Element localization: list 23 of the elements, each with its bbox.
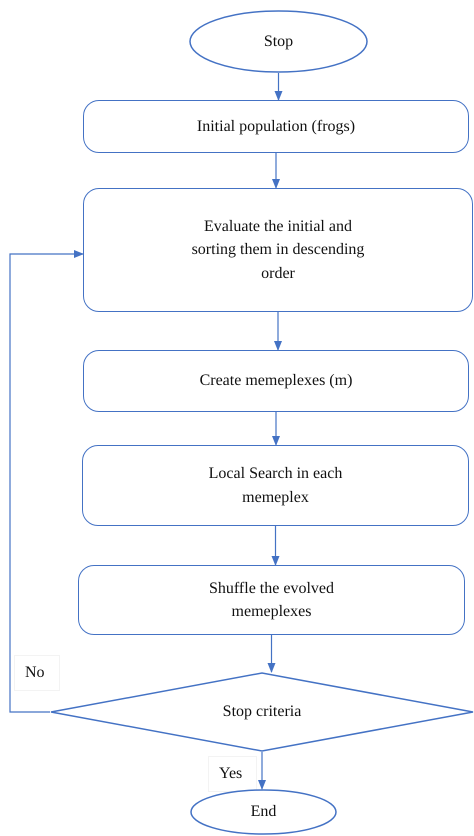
- node-text: Shuffle the evolved memeplexes: [208, 578, 335, 622]
- arrow: [268, 635, 276, 673]
- arrow: [9, 250, 84, 713]
- node-text: Stop criteria: [222, 702, 302, 722]
- node-text: Evaluate the initial and sorting them in descending order: [190, 217, 366, 284]
- arrow: [274, 73, 282, 101]
- process-box: [83, 188, 473, 312]
- node-text: Initial population (frogs): [196, 116, 356, 137]
- node-text: Stop: [264, 32, 294, 52]
- node-text: Local Search in each memeplex: [208, 464, 344, 508]
- process-box: [78, 565, 465, 635]
- node-text: Create memeplexes (m): [200, 371, 352, 392]
- arrow: [272, 412, 280, 446]
- edge-label: Yes: [208, 756, 258, 792]
- arrow: [274, 312, 282, 351]
- process-box: [82, 445, 469, 526]
- arrow: [272, 153, 280, 189]
- arrow: [258, 752, 266, 790]
- process-box: [83, 100, 469, 153]
- arrow: [272, 526, 280, 566]
- node-text: End: [250, 802, 276, 822]
- edge-label: No: [14, 655, 60, 691]
- process-box: [83, 350, 469, 412]
